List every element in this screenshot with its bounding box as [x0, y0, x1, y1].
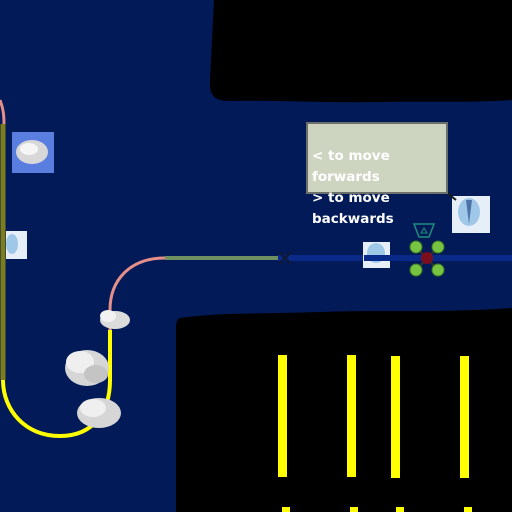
yellow-pillar: [278, 355, 287, 477]
yellow-pillar: [460, 356, 469, 478]
yellow-pillar: [391, 356, 400, 478]
crosshair-x-icon: [278, 251, 292, 265]
cloud-icon: [65, 350, 109, 386]
drone-icon[interactable]: [409, 223, 445, 277]
crystal-icon[interactable]: [12, 132, 54, 173]
yellow-pillar-stub: [396, 507, 404, 512]
crystal-icon[interactable]: [452, 196, 490, 233]
terrain-top-right: [209, 0, 512, 103]
controls-tooltip: < to move forwards > to move backwards: [306, 122, 448, 227]
track-segment-pink: [0, 99, 6, 125]
yellow-pillar-stub: [350, 507, 358, 512]
controls-tooltip-text: < to move forwards > to move backwards: [312, 148, 394, 227]
crystal-icon[interactable]: [363, 242, 390, 268]
yellow-pillar-stub: [282, 507, 290, 512]
cloud-icon: [100, 310, 130, 329]
terrain-bottom-right: [176, 308, 512, 512]
track-segment-yellow: [1, 330, 112, 439]
cloud-icon: [77, 398, 121, 428]
yellow-pillar: [347, 355, 356, 477]
crystal-icon[interactable]: [6, 231, 27, 259]
track-segment-pink: [108, 256, 166, 330]
yellow-pillar-stub: [464, 507, 472, 512]
